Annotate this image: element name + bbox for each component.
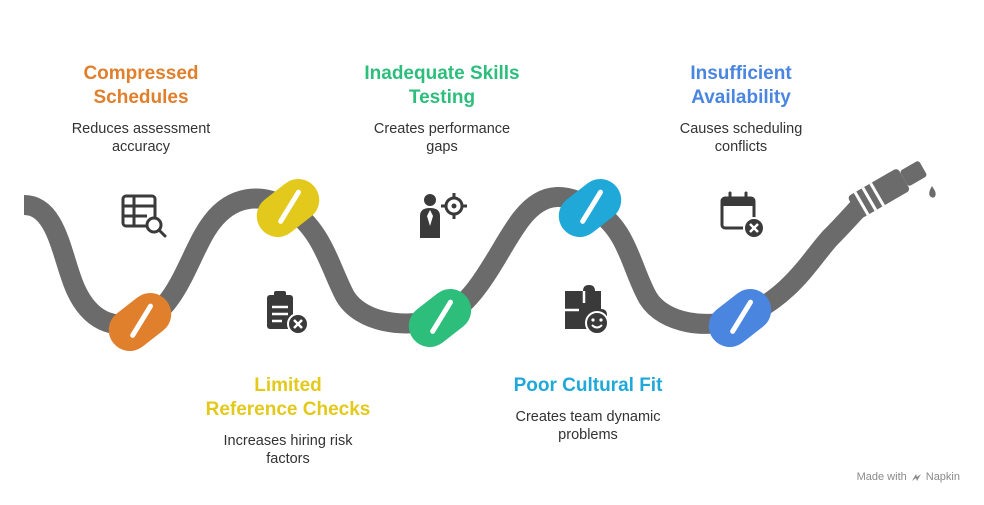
calendar-cancel-icon xyxy=(720,191,765,239)
water-drop-icon xyxy=(929,186,936,198)
footer-brand: Napkin xyxy=(925,471,960,483)
step-1-text: Compressed Schedules Reduces assessment … xyxy=(21,62,261,156)
step-4-description: Creates team dynamic problems xyxy=(515,409,661,443)
clipboard-cancel-icon xyxy=(267,291,309,335)
step-1-title: Compressed Schedules xyxy=(83,63,199,108)
knot-3 xyxy=(408,288,472,348)
knot-2 xyxy=(256,178,320,238)
knot-5 xyxy=(708,288,772,348)
napkin-logo-icon xyxy=(911,473,921,481)
spreadsheet-search-icon xyxy=(121,194,167,238)
step-2-text: Limited Reference Checks Increases hirin… xyxy=(168,374,408,468)
step-5-title: Insufficient Availability xyxy=(690,63,792,108)
step-3-text: Inadequate Skills Testing Creates perfor… xyxy=(322,62,562,156)
step-5-text: Insufficient Availability Causes schedul… xyxy=(621,62,861,156)
footer-credit: Made with Napkin xyxy=(857,471,960,483)
person-target-icon xyxy=(420,193,467,238)
knot-1 xyxy=(108,292,172,352)
footer-text: Made with xyxy=(856,471,907,483)
step-4-text: Poor Cultural Fit Creates team dynamic p… xyxy=(468,374,708,444)
step-2-description: Increases hiring risk factors xyxy=(223,433,353,467)
step-1-description: Reduces assessment accuracy xyxy=(71,121,211,155)
hose-nozzle xyxy=(848,161,927,218)
step-2-title: Limited Reference Checks xyxy=(205,375,371,420)
step-3-title: Inadequate Skills Testing xyxy=(364,63,520,108)
step-5-description: Causes scheduling conflicts xyxy=(679,121,803,155)
step-3-description: Creates performance gaps xyxy=(373,121,511,155)
puzzle-face-icon xyxy=(565,285,609,335)
step-4-title: Poor Cultural Fit xyxy=(513,375,663,396)
knot-4 xyxy=(558,178,622,238)
